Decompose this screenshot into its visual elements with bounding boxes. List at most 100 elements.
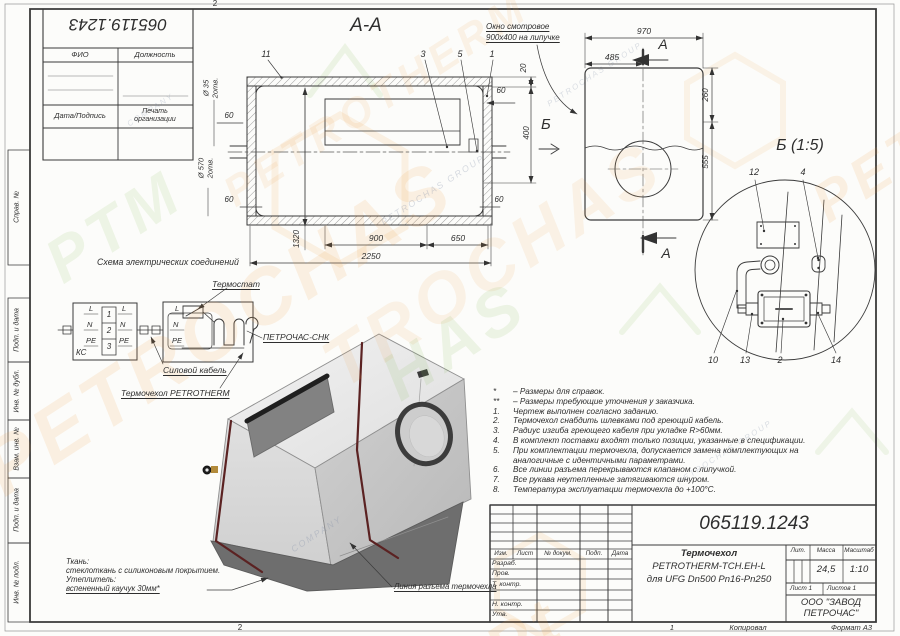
callout-11: 11 xyxy=(261,49,271,59)
margin-podp-data-1: Подп. и дата xyxy=(13,308,21,352)
section-aa-view xyxy=(208,45,577,266)
notes-block: *– Размеры для справок. **– Размеры треб… xyxy=(491,387,873,495)
schema-n-left: N xyxy=(87,320,93,329)
schema-pe-right: PE xyxy=(119,336,130,345)
dim-1320: 1320 xyxy=(292,230,301,248)
tb-massa-value: 24,5 xyxy=(816,564,836,575)
tb-doc-number: 065119.1243 xyxy=(699,513,809,534)
dim-60-stub: 60 xyxy=(224,111,234,120)
schema-diagram xyxy=(58,288,262,388)
note-line: 6.Все линии разъема перекрываются клапан… xyxy=(493,465,737,475)
bottom-copied-label: Копировал xyxy=(729,623,767,632)
margin-podp-data-2: Подп. и дата xyxy=(13,488,21,532)
callout-13: 13 xyxy=(739,355,751,365)
approval-stamp-label-2: организации xyxy=(134,116,176,123)
tb-razrab: Разраб. xyxy=(492,560,517,567)
dim-555: 555 xyxy=(701,155,710,169)
material-note-4: вспененный каучук 30мм* xyxy=(66,584,160,593)
tb-name-line2: PETROTHERM-TCH.EH-L xyxy=(652,561,766,572)
tb-org-line2: ПЕТРОЧАС" xyxy=(803,608,859,619)
seam-line-label: Линия разъема термочехла xyxy=(394,582,497,591)
schema-num-2: 2 xyxy=(106,326,112,335)
dim-d570-holes: 2отв. xyxy=(205,157,215,179)
tb-name-line1: Термочехол xyxy=(680,548,738,559)
dim-970: 970 xyxy=(636,26,652,36)
schema-num-1: 1 xyxy=(106,310,112,319)
bottom-sheet-number: 1 xyxy=(669,623,675,632)
iso-seam-middle xyxy=(357,343,398,558)
iso-hole xyxy=(390,397,458,470)
schema-thermostat-label: Термостат xyxy=(212,279,260,289)
tb-lit: Лит. xyxy=(790,547,806,554)
tb-nkontr: Н. контр. xyxy=(492,601,523,608)
dim-60-bottom-left: 60 xyxy=(224,195,234,204)
note-line: 5.При комплектации термочехла, допускает… xyxy=(493,445,799,455)
dim-d35-holes: 2отв. xyxy=(210,77,220,99)
schema-pe-left: PE xyxy=(86,336,97,345)
callout-2: 2 xyxy=(777,355,783,365)
schema-l-left: L xyxy=(89,304,94,313)
section-aa-title: А-А xyxy=(350,15,382,36)
note-line: 2.Термочехол снабдить шлевками под греющ… xyxy=(493,416,724,426)
margin-vzam-inv: Взам. инв. № xyxy=(13,427,21,471)
dim-485: 485 xyxy=(604,52,620,62)
tb-massa: Масса xyxy=(816,547,836,554)
bottom-format-label: Формат А3 xyxy=(831,623,873,632)
schema-n-box: N xyxy=(173,320,179,329)
callout-1: 1 xyxy=(489,49,495,59)
fold-mark-bottom: 2 xyxy=(237,623,243,632)
tb-tkontr: Т. контр. xyxy=(492,581,522,588)
schema-kc: КС xyxy=(76,348,87,357)
note-line: **– Размеры требующие уточнения у заказч… xyxy=(493,396,695,406)
callout-14: 14 xyxy=(830,355,842,365)
callout-4: 4 xyxy=(800,167,806,177)
window-note-line1: Окно смотровое xyxy=(486,22,550,31)
callout-12: 12 xyxy=(748,167,760,177)
detail-b-view xyxy=(695,180,875,360)
window-note-line2: 900х400 на липучке xyxy=(486,33,560,42)
top-view xyxy=(539,33,718,258)
schema-l-right: L xyxy=(122,304,127,313)
approval-date-sign-label: Дата/Подпись xyxy=(54,111,106,120)
tb-scale-value: 1:10 xyxy=(849,564,869,575)
fold-mark-top: 2 xyxy=(212,0,218,8)
margin-inv-dubl: Инв. № дубл. xyxy=(13,369,21,413)
schema-num-3: 3 xyxy=(106,342,112,351)
iso-cable-gland xyxy=(203,466,218,474)
approval-table xyxy=(43,9,193,160)
approval-stamp-label-1: Печать xyxy=(142,108,168,115)
view-arrow-b: Б xyxy=(541,116,551,133)
schema-pe-box: PE xyxy=(172,336,183,345)
material-note-3: Утеплитель: xyxy=(66,575,117,584)
stamp-number: 065119.1243 xyxy=(69,15,168,34)
approval-position-label: Должность xyxy=(134,50,176,59)
section-arrow-a-top: А xyxy=(658,36,668,52)
note-line: 4.В комплект поставки входят только пози… xyxy=(493,435,806,445)
material-note-1: Ткань: xyxy=(66,557,90,566)
dim-2250: 2250 xyxy=(361,251,381,261)
dim-60-bottom-right: 60 xyxy=(494,195,504,204)
dim-260: 260 xyxy=(701,88,710,102)
margin-inv-podl: Инв. № подл. xyxy=(13,560,21,604)
approval-fio-label: ФИО xyxy=(71,50,89,59)
schema-title: Схема электрических соединений xyxy=(97,257,239,267)
tb-izm: Изм. xyxy=(494,550,508,557)
note-line: 8.Температура эксплуатации термочехла до… xyxy=(493,484,716,494)
tb-podp: Подп. xyxy=(585,550,603,557)
dim-d35: Ø 35 xyxy=(201,79,211,97)
tb-utv: Утв. xyxy=(492,611,508,618)
tb-org-line1: ООО "ЗАВОД xyxy=(800,597,862,608)
tb-ndok: № докум. xyxy=(544,550,572,557)
tb-data: Дата xyxy=(611,550,629,557)
tb-list1: Лист 1 xyxy=(790,585,813,592)
dim-60-top-right: 60 xyxy=(496,86,506,95)
tb-masshtab: Масштаб xyxy=(844,547,874,554)
schema-cable-label: Силовой кабель xyxy=(163,365,227,375)
tb-prov: Пров. xyxy=(492,570,510,577)
detail-b-title: Б (1:5) xyxy=(776,137,824,154)
callout-5: 5 xyxy=(457,49,463,59)
schema-cover-label: Термочехол PETROTHERM xyxy=(121,388,230,398)
sheet-frame xyxy=(5,4,894,631)
